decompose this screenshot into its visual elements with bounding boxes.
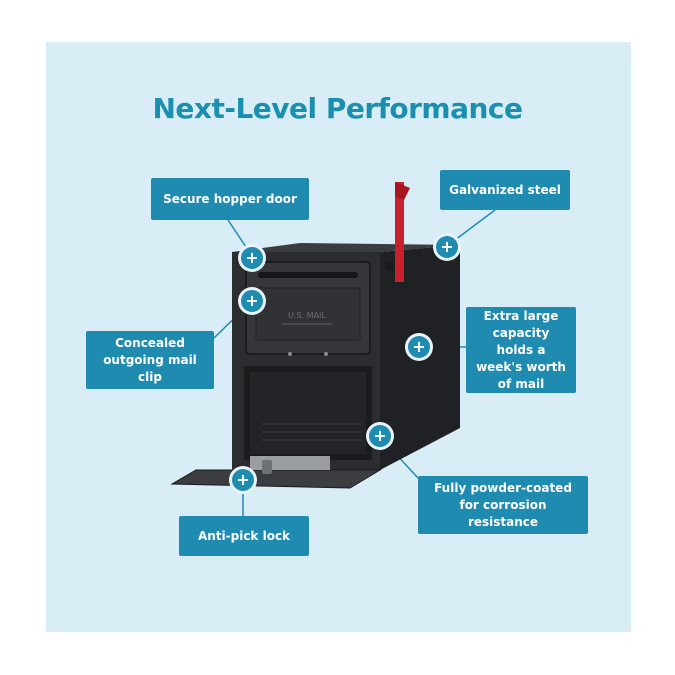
hotspot-plus-icon[interactable]: +	[408, 336, 430, 358]
callout-concealed-clip: Concealed outgoing mail clip	[86, 331, 214, 389]
callout-extra-large-capacity: Extra large capacity holds a week's wort…	[466, 307, 576, 393]
callout-powder-coated: Fully powder-coated for corrosion resist…	[418, 476, 588, 534]
flag	[386, 182, 410, 282]
page-title: Next-Level Performance	[152, 92, 523, 125]
hotspot-plus-icon[interactable]: +	[369, 425, 391, 447]
mailbox-body	[170, 243, 460, 489]
hotspot-plus-icon[interactable]: +	[232, 469, 254, 491]
hotspot-plus-icon[interactable]: +	[241, 290, 263, 312]
mailbox-label: U.S. MAIL	[288, 311, 326, 320]
hotspot-plus-icon[interactable]: +	[436, 236, 458, 258]
callout-anti-pick-lock: Anti-pick lock	[179, 516, 309, 556]
callout-secure-hopper-door: Secure hopper door	[151, 178, 309, 220]
hotspot-plus-icon[interactable]: +	[241, 247, 263, 269]
callout-galvanized-steel: Galvanized steel	[440, 170, 570, 210]
